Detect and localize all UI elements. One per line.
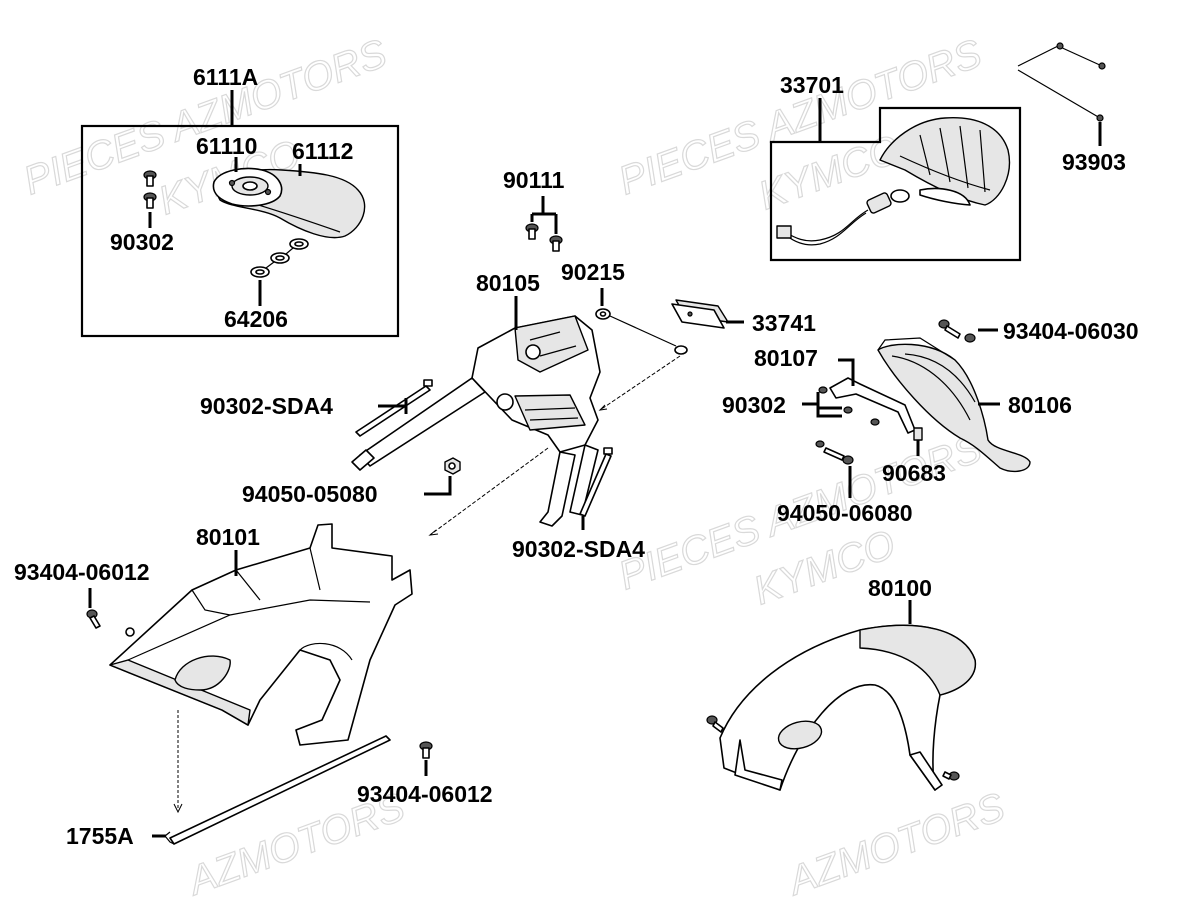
callout-80100: 80100 (868, 575, 932, 601)
callout-61110: 61110 (196, 133, 257, 159)
callout-80101: 80101 (196, 524, 260, 550)
tail-light-group (769, 98, 1022, 262)
leader-90302-b (802, 392, 842, 418)
watermark: PIECES AZMOTORS KYMCO PIECES AZMOTORS KY… (17, 31, 1011, 900)
washer-icon (250, 238, 309, 278)
callout-90302-b: 90302 (722, 392, 786, 418)
callout-90111: 90111 (503, 167, 565, 193)
screw-icon (938, 319, 976, 343)
screw-icon (706, 715, 724, 733)
callout-93404-06012-a: 93404-06012 (14, 559, 150, 585)
callout-90215: 90215 (561, 259, 625, 285)
callout-90302-SDA4-a: 90302-SDA4 (200, 393, 333, 419)
rear-reflector-group (802, 319, 1031, 498)
under-tray-part (109, 523, 413, 746)
callout-33701: 33701 (780, 72, 844, 98)
cable-part (169, 735, 391, 845)
washer-icon (595, 308, 611, 320)
socket-part (866, 192, 892, 214)
watermark-text-8: AZMOTORS (781, 785, 1011, 900)
license-light-part (671, 299, 744, 329)
callout-90302-SDA4-b: 90302-SDA4 (512, 536, 645, 562)
callout-93404-06012-b: 93404-06012 (357, 781, 493, 807)
wire-clip-part (1017, 42, 1106, 146)
under-tray-group (86, 523, 433, 845)
connector-part (776, 225, 792, 239)
screw-icon (818, 386, 880, 426)
leader-80107 (838, 358, 855, 386)
callout-90683: 90683 (882, 460, 946, 486)
part-number-labels: 6111A 61110 61112 90302 64206 90111 8010… (14, 64, 1139, 849)
bolt-icon (355, 379, 433, 437)
screw-icon (419, 741, 433, 759)
seat-kit-group (80, 90, 400, 338)
bolt-icon (815, 440, 854, 465)
bolt-icon (579, 447, 613, 517)
callout-94050-05080: 94050-05080 (242, 481, 378, 507)
seat-kit-box (80, 124, 400, 338)
callout-61112: 61112 (292, 138, 353, 164)
leader-90111 (530, 196, 558, 234)
callout-64206: 64206 (224, 306, 288, 332)
screw-icon (525, 223, 563, 252)
callout-94050-06080: 94050-06080 (777, 500, 913, 526)
screw-icon (942, 771, 960, 781)
screw-icon (143, 170, 157, 187)
callout-93903: 93903 (1062, 149, 1126, 175)
bulb-icon (890, 189, 910, 203)
wiring-harness (784, 209, 869, 242)
callout-80106: 80106 (1008, 392, 1072, 418)
callout-1755A: 1755A (66, 823, 134, 849)
callout-80107: 80107 (754, 345, 818, 371)
rear-bracket-group (351, 196, 688, 536)
callout-33741: 33741 (752, 310, 816, 336)
nut-icon (913, 427, 923, 441)
callout-6111A: 6111A (193, 64, 258, 90)
screw-icon (86, 609, 101, 629)
callout-93404-06030: 93404-06030 (1003, 318, 1139, 344)
screw-icon (143, 192, 157, 209)
rear-fender-group (706, 600, 976, 791)
callout-80105: 80105 (476, 270, 540, 296)
nut-icon (444, 457, 461, 475)
tail-light-box (769, 106, 1022, 262)
leader-94050-05080 (424, 476, 452, 496)
callout-90302-a: 90302 (110, 229, 174, 255)
